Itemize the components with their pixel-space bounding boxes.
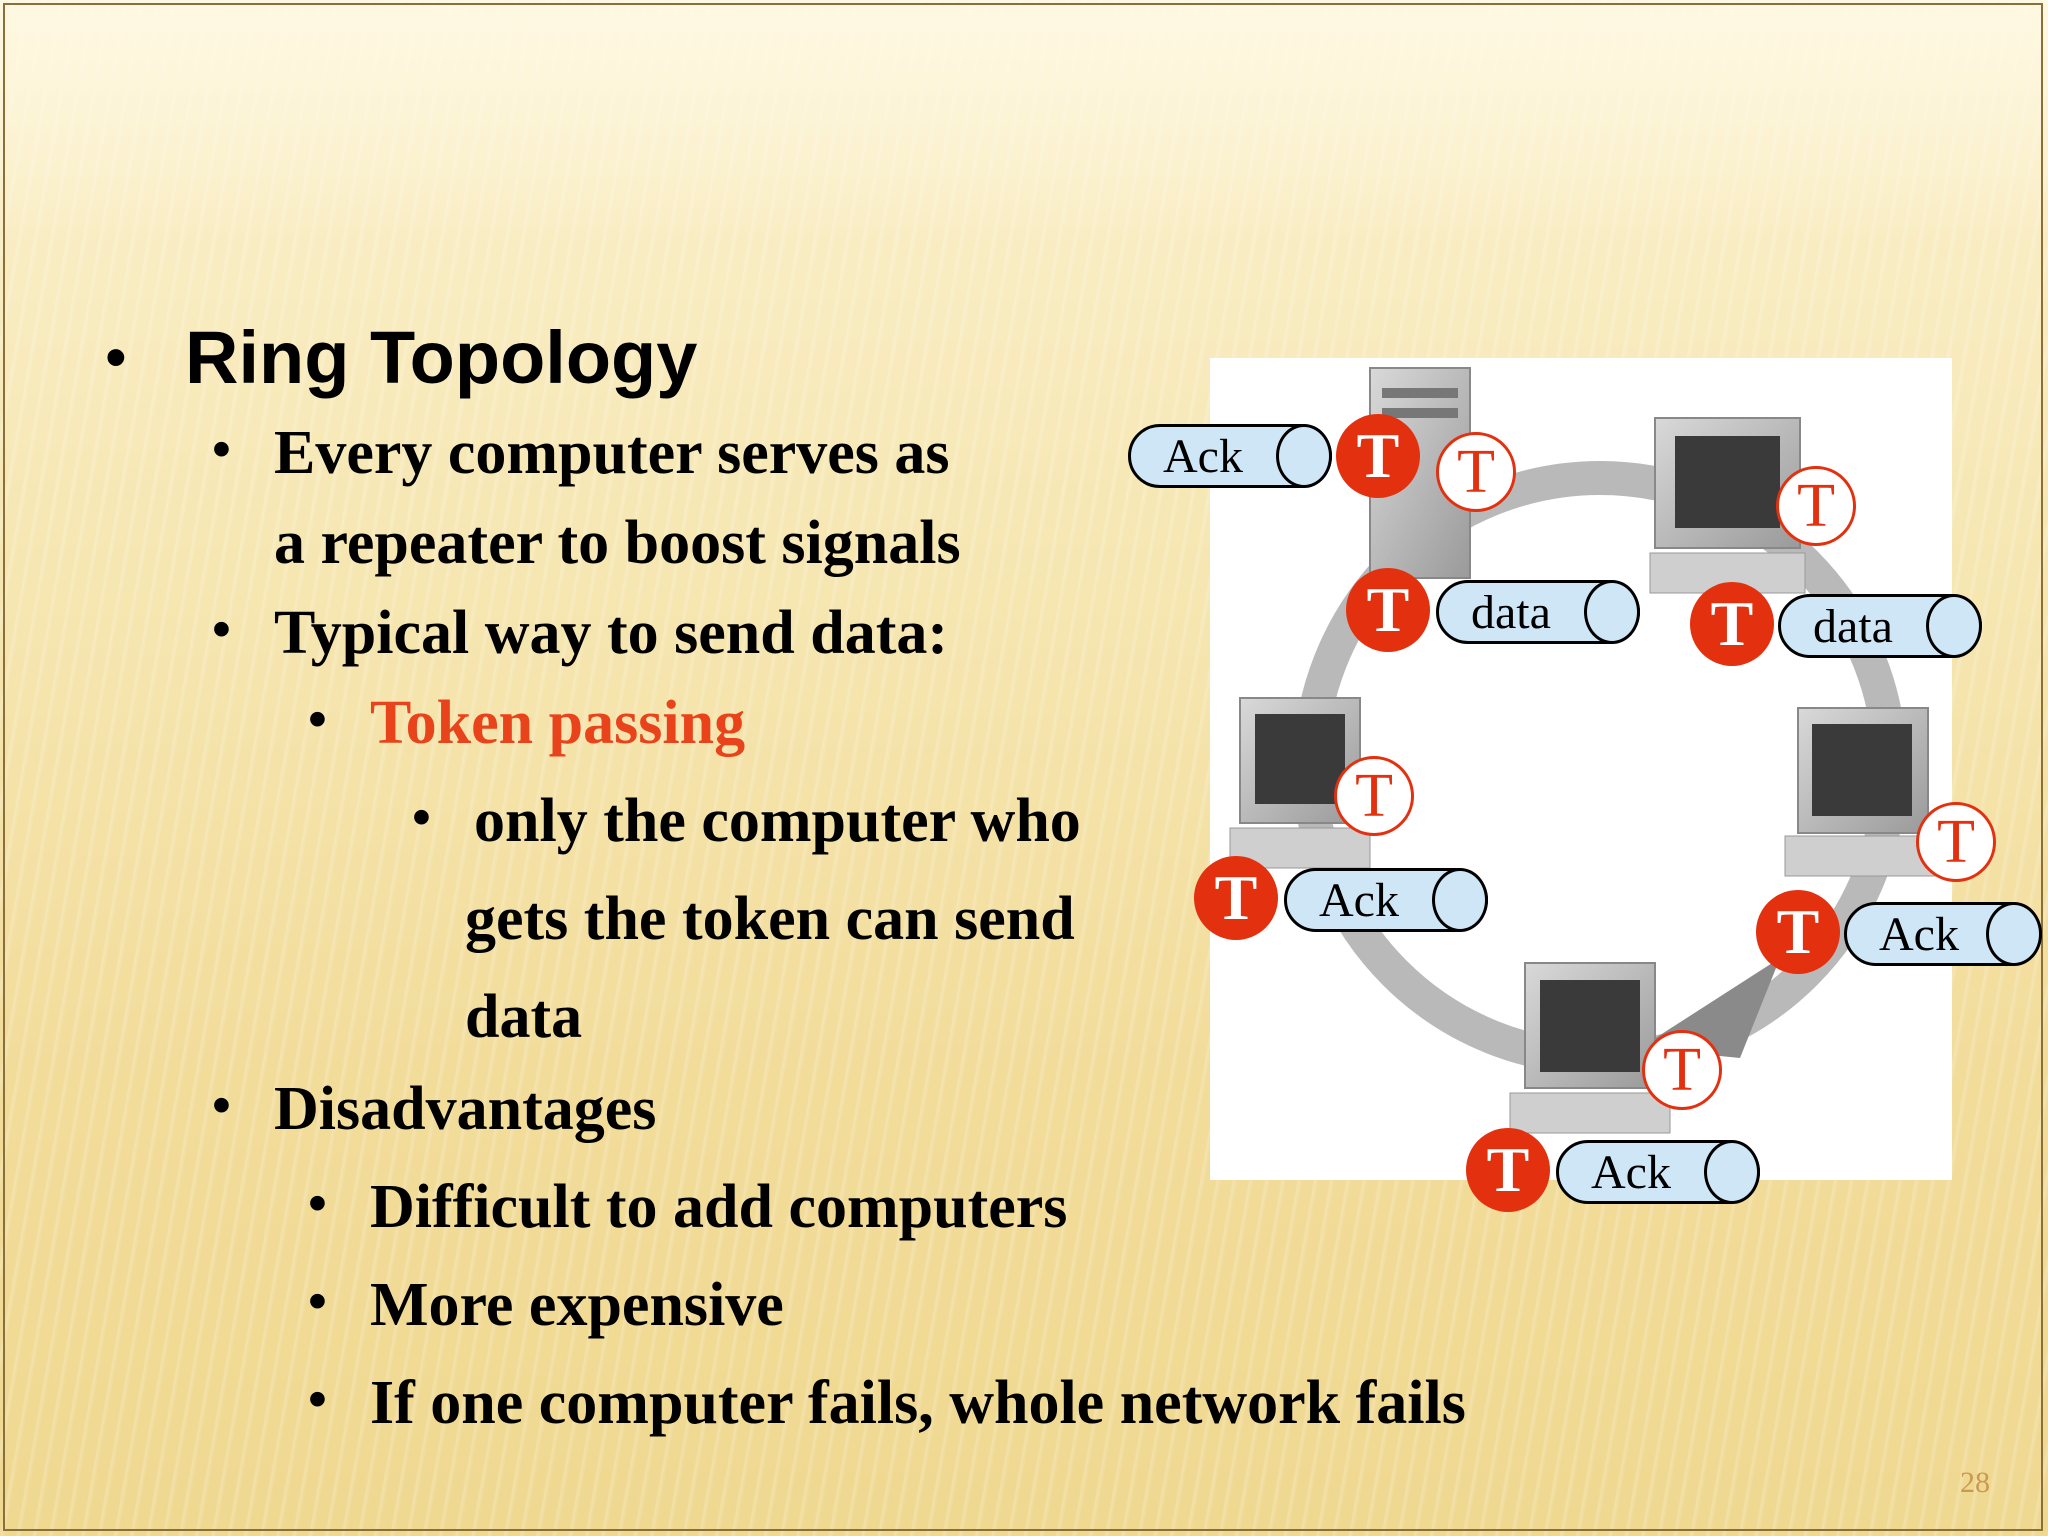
bullet: •	[308, 689, 327, 749]
token-filled: T	[1466, 1128, 1550, 1212]
tag-cap	[1584, 580, 1640, 644]
bullet: •	[105, 323, 127, 392]
token-filled: T	[1346, 568, 1430, 652]
token-filled: T	[1194, 856, 1278, 940]
ack-label: Ack	[1163, 429, 1243, 483]
bullet-line: • More expensive	[308, 1270, 784, 1341]
bullet-line: • Difficult to add computers	[308, 1172, 1067, 1243]
bullet-text: Typical way to send data:	[274, 599, 949, 667]
tag-cap	[1926, 594, 1982, 658]
bullet: •	[308, 1369, 327, 1429]
bullet: •	[308, 1271, 327, 1331]
computer-top-right	[1649, 417, 1806, 594]
token-outline: T	[1642, 1030, 1722, 1110]
bullet-text: only the computer who	[474, 787, 1081, 855]
data-label: data	[1813, 599, 1893, 653]
bullet-line: • If one computer fails, whole network f…	[308, 1368, 1466, 1439]
bullet: •	[212, 419, 231, 479]
data-label: data	[1471, 585, 1551, 639]
token-outline: T	[1334, 756, 1414, 836]
bullet-line-continued: a repeater to boost signals	[274, 508, 961, 579]
bullet-line-continued: data	[465, 982, 582, 1053]
slide-title: • Ring Topology	[105, 315, 697, 400]
bullet-text: data	[465, 983, 583, 1051]
data-tag: data	[1778, 594, 1982, 658]
bullet-text: gets the token can send	[465, 885, 1075, 953]
bullet: •	[212, 1075, 231, 1135]
ack-tag: Ack	[1128, 424, 1332, 488]
token-filled: T	[1690, 582, 1774, 666]
bullet-text: Every computer serves as	[274, 419, 950, 487]
ack-label: Ack	[1591, 1145, 1671, 1199]
bullet-text-token-passing: Token passing	[370, 689, 746, 757]
token-outline: T	[1916, 802, 1996, 882]
bullet-text: Difficult to add computers	[370, 1173, 1068, 1241]
token-outline: T	[1436, 432, 1516, 512]
bullet-line: • only the computer who	[412, 786, 1081, 857]
bullet: •	[212, 599, 231, 659]
bullet-text: a repeater to boost signals	[274, 509, 961, 577]
ack-tag: Ack	[1844, 902, 2042, 966]
token-filled: T	[1336, 414, 1420, 498]
bullet-line-continued: gets the token can send	[465, 884, 1075, 955]
bullet-line: • Disadvantages	[212, 1074, 656, 1145]
computer-bottom	[1509, 962, 1671, 1134]
tag-cap	[1986, 902, 2042, 966]
bullet-text: Disadvantages	[274, 1075, 657, 1143]
token-outline: T	[1776, 466, 1856, 546]
slide-frame	[3, 3, 2043, 1531]
token-filled: T	[1756, 890, 1840, 974]
ack-tag: Ack	[1284, 868, 1488, 932]
bullet: •	[308, 1173, 327, 1233]
ack-label: Ack	[1879, 907, 1959, 961]
tag-cap	[1704, 1140, 1760, 1204]
tag-cap	[1432, 868, 1488, 932]
computer-right	[1784, 707, 1936, 877]
bullet-line-highlight: • Token passing	[308, 688, 745, 759]
ack-label: Ack	[1319, 873, 1399, 927]
bullet-line: • Typical way to send data:	[212, 598, 948, 669]
ack-tag: Ack	[1556, 1140, 1760, 1204]
tag-cap	[1276, 424, 1332, 488]
bullet-text: More expensive	[370, 1271, 784, 1339]
background-fade	[0, 0, 2048, 240]
title-text: Ring Topology	[185, 316, 698, 399]
data-tag: data	[1436, 580, 1640, 644]
bullet: •	[412, 787, 431, 847]
page-number: 28	[1960, 1466, 1990, 1499]
bullet-line: • Every computer serves as	[212, 418, 950, 489]
bullet-text: If one computer fails, whole network fai…	[370, 1369, 1466, 1437]
